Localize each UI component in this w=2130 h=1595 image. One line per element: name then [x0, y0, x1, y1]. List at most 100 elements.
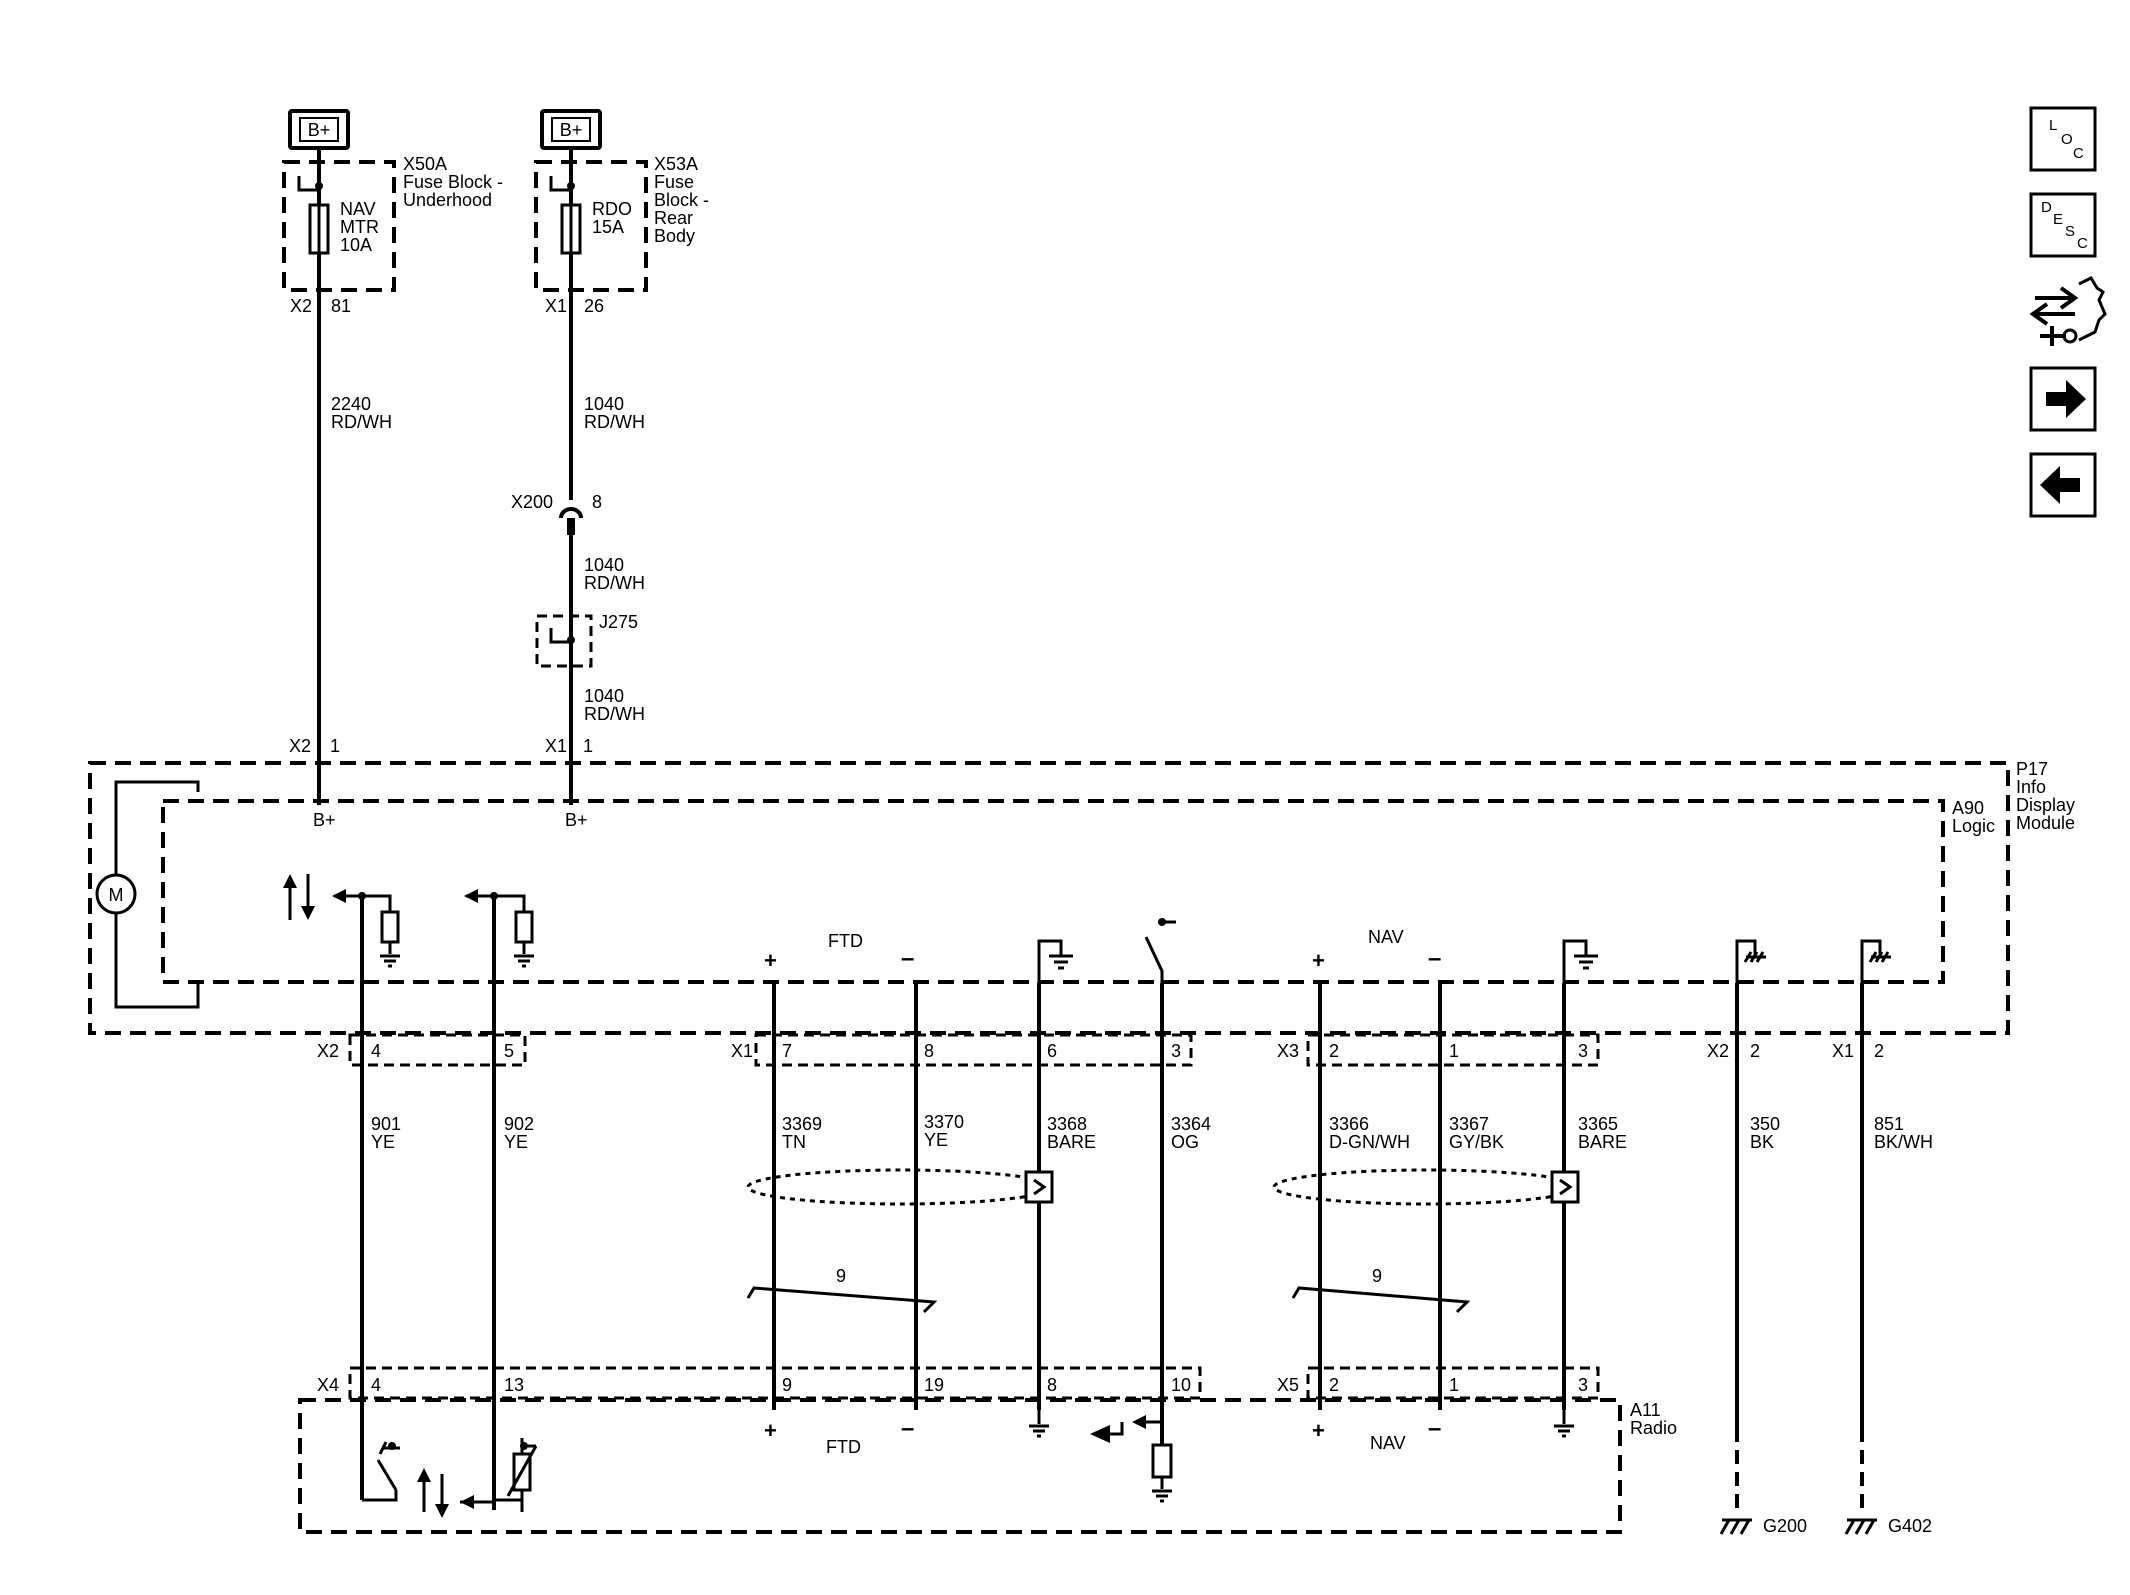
conn-radio-x5-pin-1: 1	[1449, 1375, 1459, 1395]
module-pin-label-2: B+	[565, 810, 588, 830]
ground-g200: G200	[1763, 1516, 1807, 1536]
conn-radio-x4-pin-13: 13	[504, 1375, 524, 1395]
conn-top-x1-pin-6: 6	[1047, 1041, 1057, 1061]
loc-button[interactable]: L O C	[2029, 106, 2097, 172]
battery-label-1: B+	[308, 120, 331, 140]
diagnostic-icon[interactable]	[2029, 276, 2107, 346]
arrow-right-icon	[2046, 380, 2086, 418]
fuse-conn-2: X1	[545, 296, 567, 316]
radio-nav-plus: +	[1312, 1418, 1325, 1443]
conn-radio-x5-pin-3: 3	[1578, 1375, 1588, 1395]
prev-button[interactable]	[2029, 452, 2097, 518]
module-pin-conn-2: X1	[545, 736, 567, 756]
splice-name: J275	[599, 612, 638, 632]
conn-top-x3-name: X3	[1277, 1041, 1299, 1061]
desc-letter-e: E	[2053, 211, 2063, 228]
module-nav-plus: +	[1312, 948, 1325, 973]
radio-ftd-label: FTD	[826, 1437, 861, 1457]
twist-label-1: 9	[836, 1266, 846, 1286]
conn-top-x1-pin-8: 8	[924, 1041, 934, 1061]
module-nav-label: NAV	[1368, 927, 1404, 947]
loc-letter-l: L	[2049, 117, 2057, 134]
conn-top-x3-pin-1: 1	[1449, 1041, 1459, 1061]
module-pin-label-1: B+	[313, 810, 336, 830]
module-pin-num-2: 1	[583, 736, 593, 756]
ground-g402: G402	[1888, 1516, 1932, 1536]
conn-radio-x5-pin-2: 2	[1329, 1375, 1339, 1395]
module-nav-minus: –	[1428, 945, 1441, 972]
x200-name: X200	[511, 492, 553, 512]
conn-top-x2-pin-4: 4	[371, 1041, 381, 1061]
conn-radio-x4-pin-10: 10	[1171, 1375, 1191, 1395]
loc-letter-c: C	[2073, 145, 2084, 162]
conn-top-x3-pin-3: 3	[1578, 1041, 1588, 1061]
desc-letter-c: C	[2077, 235, 2088, 252]
next-button[interactable]	[2029, 366, 2097, 432]
desc-button[interactable]: D E S C	[2029, 192, 2097, 258]
motor-label: M	[109, 885, 124, 905]
conn-top-x1-pin-7: 7	[782, 1041, 792, 1061]
twist-label-2: 9	[1372, 1266, 1382, 1286]
radio-connectors: X4 4 13 9 19 8 10 X5 2 1 3	[317, 1366, 1600, 1400]
module-pin-conn-1: X2	[289, 736, 311, 756]
module-ftd-minus: –	[901, 945, 914, 972]
conn-radio-x5-name: X5	[1277, 1375, 1299, 1395]
conn-top-x1b-pin-2: 2	[1874, 1041, 1884, 1061]
arrow-left-icon	[2040, 466, 2080, 504]
module-ftd-plus: +	[764, 948, 777, 973]
fuse-pin-2: 26	[584, 296, 604, 316]
conn-radio-x4-name: X4	[317, 1375, 339, 1395]
conn-radio-x4-pin-19: 19	[924, 1375, 944, 1395]
radio-ftd-minus: –	[901, 1415, 914, 1442]
battery-label-2: B+	[560, 120, 583, 140]
radio-ftd-plus: +	[764, 1418, 777, 1443]
conn-top-x3-pin-2: 2	[1329, 1041, 1339, 1061]
conn-radio-x4-pin-9: 9	[782, 1375, 792, 1395]
x200-pin: 8	[592, 492, 602, 512]
conn-top-x1b-name: X1	[1832, 1041, 1854, 1061]
module-connectors: X2 4 5 X1 7 8 6 3 X3 2 1 3 X2 2 X1 2	[317, 1033, 1884, 1067]
module-pin-num-1: 1	[330, 736, 340, 756]
radio-nav-minus: –	[1428, 1415, 1441, 1442]
conn-top-x2-pin-5: 5	[504, 1041, 514, 1061]
loc-letter-o: O	[2061, 131, 2073, 148]
module-ftd-label: FTD	[828, 931, 863, 951]
conn-top-x1-name: X1	[731, 1041, 753, 1061]
radio-nav-label: NAV	[1370, 1433, 1406, 1453]
fuse-pin-1: 81	[331, 296, 351, 316]
conn-radio-x4-pin-8: 8	[1047, 1375, 1057, 1395]
fuse-conn-1: X2	[290, 296, 312, 316]
desc-letter-d: D	[2041, 199, 2052, 216]
conn-top-x2-name: X2	[317, 1041, 339, 1061]
conn-top-x1-pin-3: 3	[1171, 1041, 1181, 1061]
grounds: G200 G402	[1719, 1516, 1932, 1536]
desc-letter-s: S	[2065, 223, 2075, 240]
